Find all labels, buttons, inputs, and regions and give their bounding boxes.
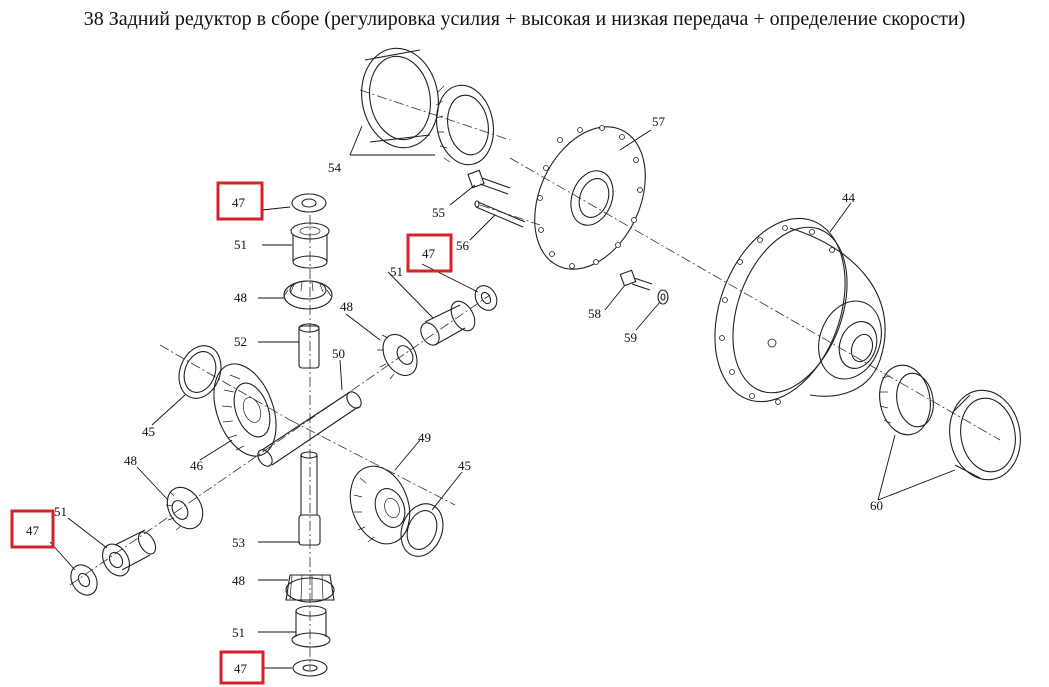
label-47-right: 47 bbox=[422, 246, 436, 261]
thrust-washer-45-right bbox=[400, 503, 444, 557]
label-56: 56 bbox=[456, 238, 470, 253]
bushing-51-right bbox=[420, 300, 476, 346]
bolt-58 bbox=[619, 269, 653, 291]
diagram-title: 38 Задний редуктор в сборе (регулировка … bbox=[83, 8, 966, 30]
shaft-53 bbox=[298, 451, 321, 546]
highlight-box-47-left bbox=[10, 509, 55, 549]
bevel-gear-48-top bbox=[283, 280, 333, 310]
bushing-51-bottom bbox=[291, 605, 331, 648]
highlight-box-47-top bbox=[216, 181, 264, 221]
label-48-upper-right: 48 bbox=[340, 299, 353, 314]
label-54: 54 bbox=[328, 160, 342, 175]
label-50: 50 bbox=[332, 346, 345, 361]
bevel-gear-48-lower-left bbox=[165, 486, 204, 531]
label-46: 46 bbox=[190, 458, 204, 473]
bolt-55 bbox=[467, 169, 511, 195]
label-44: 44 bbox=[842, 190, 856, 205]
highlight-box-47-bottom bbox=[219, 650, 265, 685]
bevel-gear-48-bottom bbox=[285, 574, 335, 603]
housing-44 bbox=[714, 217, 886, 405]
bushing-51-lower-left bbox=[102, 529, 157, 577]
label-48-top: 48 bbox=[234, 290, 247, 305]
washer-47-top bbox=[291, 193, 327, 213]
washer-47-bottom bbox=[292, 659, 328, 677]
label-49: 49 bbox=[418, 430, 431, 445]
bevel-gear-48-upper-right bbox=[377, 333, 418, 380]
flange-disc-57 bbox=[534, 125, 646, 270]
label-60: 60 bbox=[870, 498, 883, 513]
label-52: 52 bbox=[234, 334, 247, 349]
label-57: 57 bbox=[652, 114, 666, 129]
bearing-60 bbox=[879, 364, 1021, 481]
shaft-52 bbox=[298, 323, 320, 369]
label-48-bottom: 48 bbox=[232, 573, 245, 588]
label-59: 59 bbox=[624, 330, 637, 345]
label-47-bottom: 47 bbox=[234, 661, 248, 676]
highlight-box-47-right bbox=[406, 233, 453, 273]
label-51-lower-left: 51 bbox=[54, 504, 67, 519]
highlight-boxes bbox=[10, 181, 453, 685]
thrust-washer-45-left bbox=[178, 345, 222, 399]
label-51-bottom: 51 bbox=[232, 625, 245, 640]
leader-lines bbox=[49, 125, 956, 669]
cross-shaft-50 bbox=[257, 391, 362, 467]
label-47-top: 47 bbox=[232, 195, 246, 210]
part-labels: 54 57 55 56 44 58 59 60 47 51 48 52 50 4… bbox=[26, 114, 883, 676]
bevel-gear-49 bbox=[349, 465, 411, 545]
label-48-lower-left: 48 bbox=[124, 453, 137, 468]
label-47-left: 47 bbox=[26, 523, 40, 538]
bearing-54 bbox=[361, 47, 494, 166]
bushing-51-top bbox=[290, 222, 330, 269]
bevel-gear-46 bbox=[213, 363, 277, 457]
label-51-right: 51 bbox=[390, 264, 403, 279]
washer-47-right bbox=[474, 285, 498, 311]
label-45-right: 45 bbox=[458, 458, 471, 473]
washer-47-lower-left bbox=[70, 564, 98, 596]
assembly-axes bbox=[69, 89, 1001, 670]
label-45-left: 45 bbox=[142, 424, 155, 439]
washer-59 bbox=[657, 289, 669, 305]
label-58: 58 bbox=[588, 306, 601, 321]
label-55: 55 bbox=[432, 205, 445, 220]
label-51-top: 51 bbox=[234, 237, 247, 252]
label-53: 53 bbox=[232, 535, 245, 550]
pin-56 bbox=[474, 200, 526, 228]
